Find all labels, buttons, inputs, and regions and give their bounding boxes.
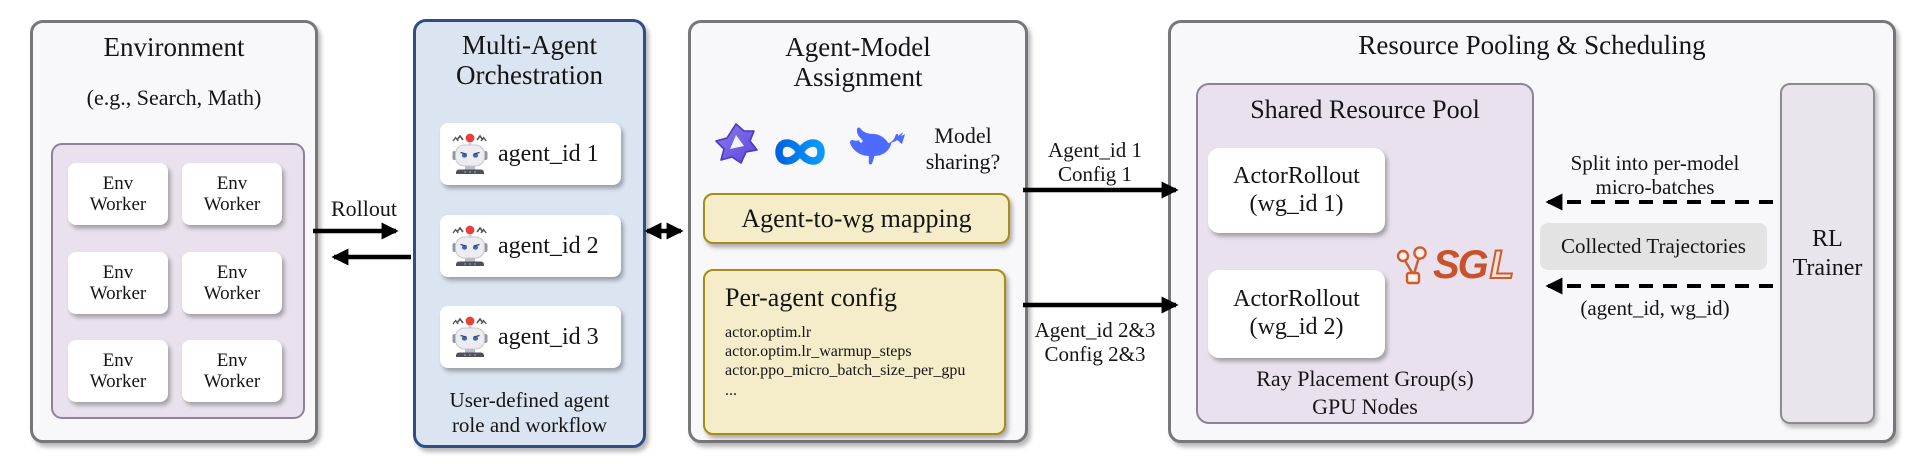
deepseek-whale-icon: [850, 127, 905, 165]
env-worker-label: Env Worker: [89, 261, 147, 304]
robot-icon: [452, 316, 488, 357]
shared-pool-footer: Ray Placement Group(s) GPU Nodes: [1256, 366, 1474, 419]
shared-pool-title: Shared Resource Pool: [1250, 95, 1480, 124]
config-line: actor.optim.lr: [725, 324, 812, 341]
environment-title: Environment: [103, 32, 245, 62]
sgl-text-main: SG: [1433, 243, 1489, 287]
agent-label: agent_id 3: [498, 323, 599, 350]
env-worker-pool: Env Worker Env Worker Env Worker Env Wor…: [51, 143, 305, 419]
collected-trajectories-box: Collected Trajectories: [1540, 223, 1767, 270]
env-worker-box: Env Worker: [182, 340, 282, 402]
agent-label: agent_id 2: [498, 232, 599, 259]
sgl-text-tail: L: [1489, 242, 1516, 288]
model-sharing-label: Model sharing?: [925, 123, 1001, 175]
flow-label-agent1: Agent_id 1 Config 1: [1048, 138, 1142, 187]
rl-trainer-box: RL Trainer: [1780, 83, 1875, 424]
qwen-logo-icon: [715, 123, 758, 164]
actor-rollout-box-1: ActorRollout (wg_id 1): [1208, 148, 1385, 233]
pooling-panel: Resource Pooling & Scheduling Shared Res…: [1168, 20, 1896, 443]
meta-logo-icon: [775, 139, 825, 165]
sglang-molecule-icon: [1396, 245, 1427, 284]
env-worker-label: Env Worker: [203, 261, 261, 304]
assignment-title: Agent-Model Assignment: [785, 32, 931, 93]
mapping-label: Agent-to-wg mapping: [741, 203, 972, 233]
rollout-label: Rollout: [330, 196, 397, 221]
agent-box-2: agent_id 2: [440, 215, 621, 277]
flow-label-agent23: Agent_id 2&3 Config 2&3: [1034, 318, 1156, 367]
env-worker-label: Env Worker: [89, 172, 147, 215]
split-micro-batches-label: Split into per-model micro-batches: [1570, 151, 1740, 200]
per-agent-config-box: Per-agent config actor.optim.lr actor.op…: [703, 269, 1006, 435]
env-worker-box: Env Worker: [68, 252, 168, 314]
per-agent-config-title: Per-agent config: [725, 283, 898, 312]
agent-label: agent_id 1: [498, 140, 599, 167]
actor-rollout-label: ActorRollout (wg_id 2): [1233, 286, 1360, 340]
collected-trajectories-label: Collected Trajectories: [1561, 234, 1746, 258]
agent-to-wg-mapping-box: Agent-to-wg mapping: [703, 193, 1010, 244]
orchestration-panel: Multi-Agent Orchestration agen: [413, 19, 646, 448]
agent-wg-label: (agent_id, wg_id): [1580, 296, 1730, 320]
rl-trainer-label: RL Trainer: [1792, 225, 1863, 281]
environment-panel: Environment (e.g., Search, Math) Env Wor…: [30, 20, 318, 443]
env-worker-box: Env Worker: [68, 340, 168, 402]
agent-box-3: agent_id 3: [440, 306, 621, 368]
orchestration-footer: User-defined agent role and workflow: [449, 388, 610, 437]
config-line: ...: [725, 381, 737, 399]
env-worker-box: Env Worker: [182, 252, 282, 314]
config-line: actor.optim.lr_warmup_steps: [725, 343, 912, 361]
robot-icon: [452, 225, 488, 266]
config-line: actor.ppo_micro_batch_size_per_gpu: [725, 362, 966, 380]
environment-subtitle: (e.g., Search, Math): [86, 85, 262, 110]
shared-resource-pool: Shared Resource Pool ActorRollout (wg_id…: [1196, 83, 1534, 424]
actor-rollout-box-2: ActorRollout (wg_id 2): [1208, 270, 1385, 358]
assignment-panel: Agent-Model Assignment Model sharing? Ag…: [688, 20, 1028, 443]
env-worker-box: Env Worker: [182, 163, 282, 225]
agent-box-1: agent_id 1: [440, 123, 621, 185]
actor-rollout-label: ActorRollout (wg_id 1): [1233, 162, 1360, 217]
env-worker-box: Env Worker: [68, 163, 168, 225]
env-worker-label: Env Worker: [89, 349, 147, 392]
env-worker-label: Env Worker: [203, 349, 261, 392]
robot-icon: [452, 133, 488, 174]
env-worker-label: Env Worker: [203, 172, 261, 215]
pooling-title: Resource Pooling & Scheduling: [1358, 30, 1706, 60]
orchestration-title: Multi-Agent Orchestration: [456, 30, 603, 91]
